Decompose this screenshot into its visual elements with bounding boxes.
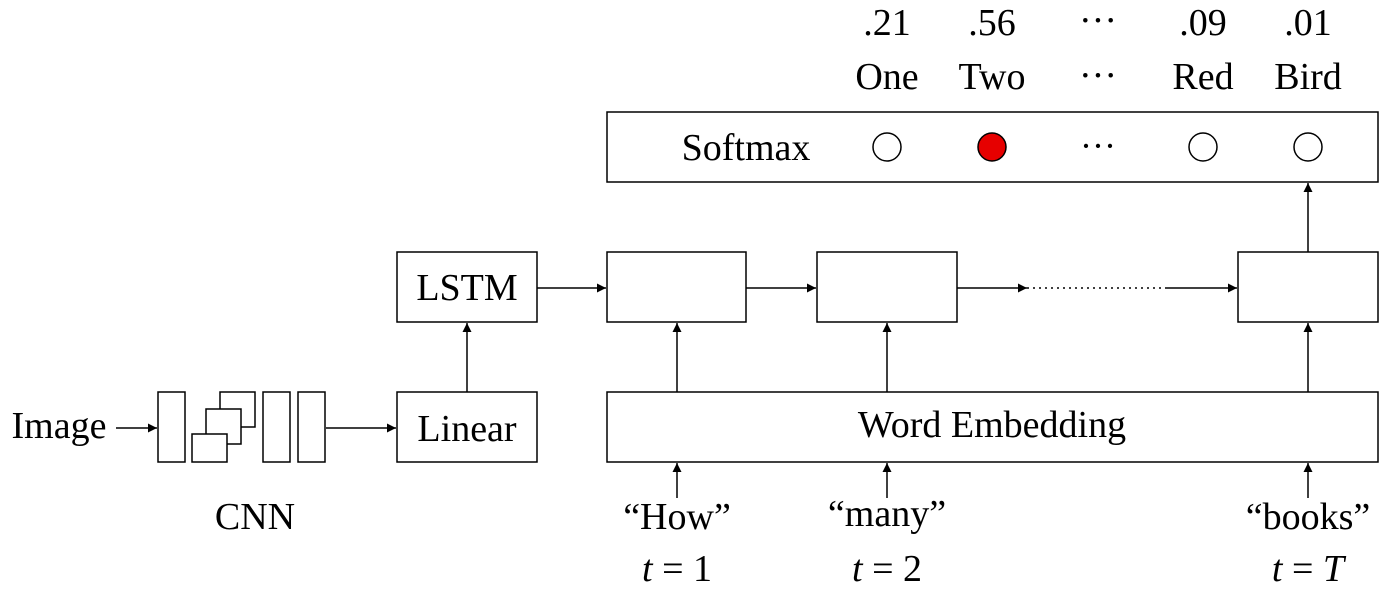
- softmax-label: Softmax: [681, 127, 811, 169]
- lstm-cell-2: [816, 251, 958, 323]
- lstm-box: [396, 251, 538, 323]
- lstm-cell-T: [1237, 251, 1379, 323]
- prob-bird: .01: [1284, 2, 1332, 44]
- image-label: Image: [11, 405, 107, 447]
- timestep-T: t = T: [1271, 548, 1345, 590]
- token-many: “many”: [827, 493, 947, 535]
- timestep-1: t = 1: [642, 548, 712, 590]
- word-embedding-box: [606, 391, 1379, 463]
- word-bird: Bird: [1274, 56, 1342, 98]
- word-embedding-label: Word Embedding: [857, 404, 1127, 446]
- prob-one: .21: [863, 2, 911, 44]
- softmax-box: [606, 111, 1379, 183]
- cnn-label: CNN: [214, 496, 296, 538]
- word-ellipsis: ···: [1079, 55, 1117, 97]
- lstm-label: LSTM: [416, 267, 518, 309]
- softmax-output-two: [977, 132, 1007, 162]
- softmax-output-bird: [1293, 132, 1323, 162]
- softmax-output-one: [872, 132, 902, 162]
- cnn-layer-2: [262, 391, 291, 463]
- word-red: Red: [1172, 56, 1234, 98]
- prob-red: .09: [1179, 2, 1227, 44]
- lstm-cell-1: [606, 251, 747, 323]
- cnn-layer-3: [297, 391, 326, 463]
- linear-label: Linear: [417, 408, 517, 450]
- timestep-2: t = 2: [852, 548, 922, 590]
- softmax-output-red: [1188, 132, 1218, 162]
- prob-two: .56: [968, 2, 1016, 44]
- word-one: One: [855, 56, 919, 98]
- cnn-feature-map-front: [191, 433, 228, 463]
- softmax-ellipsis: ···: [1080, 126, 1116, 166]
- token-how: “How”: [623, 496, 731, 538]
- cnn-layer-1: [157, 391, 186, 463]
- prob-ellipsis: ···: [1079, 0, 1117, 42]
- word-two: Two: [958, 56, 1026, 98]
- token-books: “books”: [1245, 496, 1371, 538]
